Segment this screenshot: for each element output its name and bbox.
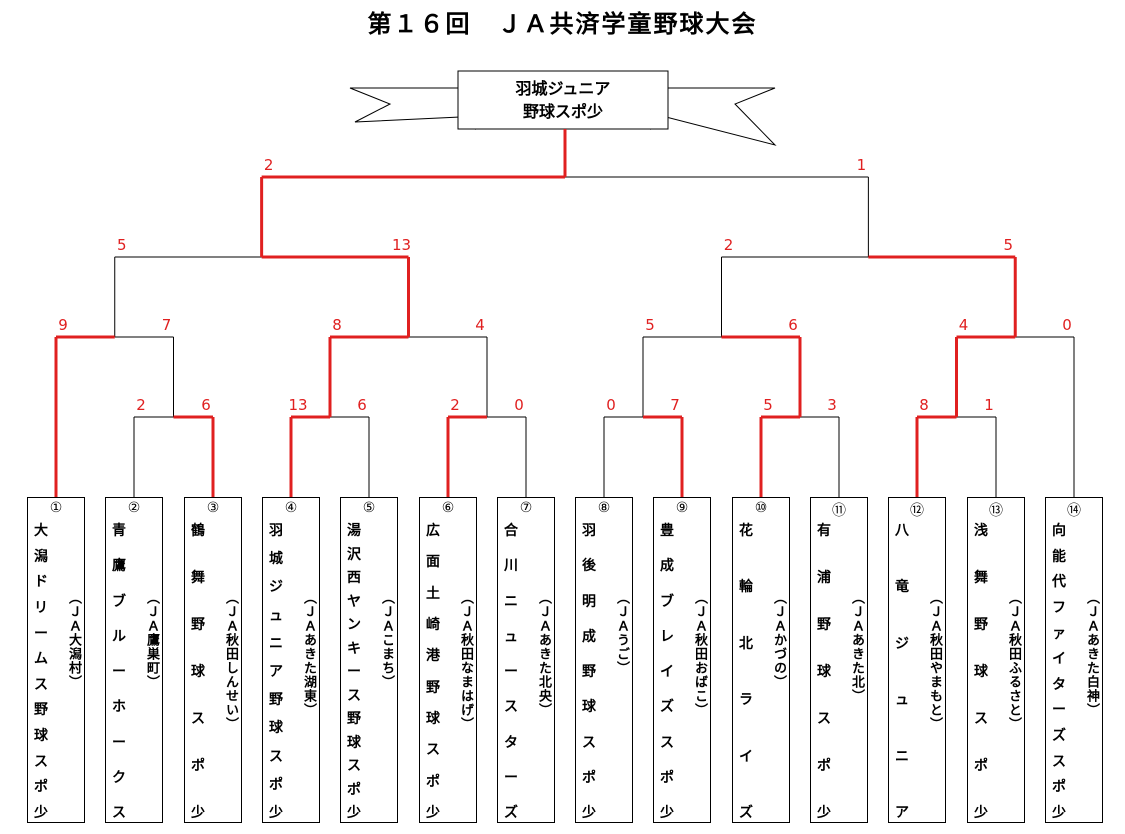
match-score: 1 — [857, 156, 867, 174]
team-number: ⑫ — [910, 503, 924, 519]
team-number: ⑧ — [597, 500, 611, 516]
match-score: 5 — [117, 236, 127, 254]
team-affiliation: （ＪＡ秋田ふるさと） — [1006, 591, 1021, 731]
team-name: 羽城ジュニア野球スポ少 — [269, 523, 283, 821]
team-number: ⑦ — [519, 500, 533, 516]
team-number: ⑨ — [675, 500, 689, 516]
team-affiliation: （ＪＡあきた北央） — [536, 591, 551, 717]
team-number: ① — [49, 500, 63, 516]
team-number: ⑤ — [362, 500, 376, 516]
match-score: 6 — [788, 316, 798, 334]
bracket-lines — [54, 129, 1075, 497]
match-score: 0 — [1062, 316, 1072, 334]
bracket-scores: 2 6 13 6 2 0 0 7 5 3 8 1 9 7 8 4 5 6 4 0 5 13 2 5 2 1 — [58, 156, 1072, 414]
team-number: ⑥ — [441, 500, 455, 516]
team-name: 花輪北ライズ — [739, 523, 753, 821]
match-score: 8 — [332, 316, 342, 334]
match-score: 4 — [475, 316, 485, 334]
team-name: 鶴舞野球スポ少 — [191, 523, 205, 821]
team-affiliation: （ＪＡこまち） — [379, 591, 394, 689]
match-score: 9 — [58, 316, 68, 334]
team-name: 湯沢西ヤンキース野球スポ少 — [347, 523, 361, 821]
team-name: 羽後明成野球スポ少 — [582, 523, 596, 821]
team-name: 合川ニュースターズ — [504, 523, 518, 821]
team-name: 大潟ドリームス野球スポ少 — [34, 523, 48, 821]
champion-box — [457, 70, 669, 130]
match-score: 4 — [959, 316, 969, 334]
champion-banner: 羽城ジュニア 野球スポ少 — [349, 70, 777, 146]
team-affiliation: （ＪＡ秋田おばこ） — [692, 591, 707, 717]
team-number: ⑩ — [754, 500, 768, 516]
team-number: ⑭ — [1067, 503, 1081, 519]
page-title: 第１６回 ＪＡ共済学童野球大会 — [367, 10, 758, 38]
champion-name-line1: 羽城ジュニア — [516, 79, 611, 98]
match-score: 0 — [606, 396, 616, 414]
team-affiliation: （ＪＡ秋田やまもと） — [927, 591, 942, 731]
match-score: 13 — [288, 396, 307, 414]
match-score: 2 — [724, 236, 734, 254]
match-score: 7 — [670, 396, 680, 414]
match-score: 5 — [763, 396, 773, 414]
team-number: ⑬ — [989, 503, 1003, 519]
match-score: 7 — [162, 316, 172, 334]
team-affiliation: （ＪＡ秋田しんせい） — [223, 591, 238, 731]
team-affiliation: （ＪＡあきた白神） — [1084, 591, 1099, 717]
team-number: ② — [127, 500, 141, 516]
team-number: ④ — [284, 500, 298, 516]
match-score: 3 — [827, 396, 837, 414]
team-number: ⑪ — [832, 503, 846, 519]
champion-name-line2: 野球スポ少 — [523, 102, 603, 121]
team-name: 八竜ジュニア — [895, 523, 909, 821]
team-number: ③ — [206, 500, 220, 516]
team-affiliation: （ＪＡ秋田なまはげ） — [458, 591, 473, 731]
banner-ribbon-left — [349, 87, 461, 123]
team-name: 向能代ファイターズスポ少 — [1052, 523, 1066, 821]
team-affiliation: （ＪＡあきた北） — [849, 591, 864, 703]
team-affiliation: （ＪＡあきた湖東） — [301, 591, 316, 717]
banner-ribbon-right — [665, 87, 777, 146]
match-score: 2 — [450, 396, 460, 414]
match-score: 0 — [514, 396, 524, 414]
team-name: 豊成ブレイズスポ少 — [660, 523, 674, 821]
match-score: 1 — [984, 396, 994, 414]
match-score: 2 — [264, 156, 274, 174]
match-score: 6 — [357, 396, 367, 414]
match-score: 5 — [1003, 236, 1013, 254]
match-score: 13 — [392, 236, 411, 254]
team-affiliation: （ＪＡ大潟村） — [66, 591, 81, 689]
match-score: 8 — [919, 396, 929, 414]
team-affiliation: （ＪＡ鷹巣町） — [144, 591, 159, 689]
match-score: 5 — [645, 316, 655, 334]
team-name: 青鷹ブルーホークス — [112, 523, 126, 821]
team-name: 浅舞野球スポ少 — [974, 523, 988, 821]
team-affiliation: （ＪＡかづの） — [771, 591, 786, 689]
match-score: 2 — [136, 396, 146, 414]
match-score: 6 — [201, 396, 211, 414]
team-affiliation: （ＪＡうご） — [614, 591, 629, 675]
team-name: 広面土崎港野球スポ少 — [426, 523, 440, 821]
team-name: 有浦野球スポ少 — [817, 523, 831, 821]
